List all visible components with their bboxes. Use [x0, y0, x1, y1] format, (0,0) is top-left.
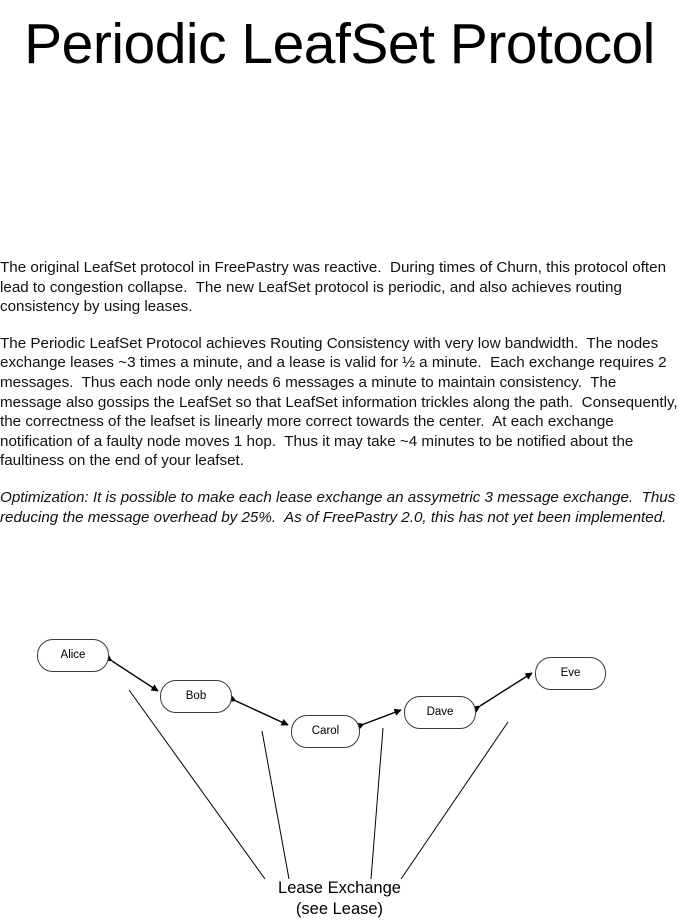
- node-label: Dave: [426, 706, 454, 718]
- diagram-caption-line1: Lease Exchange: [278, 879, 401, 897]
- node-label: Carol: [311, 725, 340, 737]
- diagram-edges-layer: [104, 654, 533, 880]
- node-carol[interactable]: Carol: [291, 715, 360, 748]
- node-alice[interactable]: Alice: [37, 639, 109, 672]
- document-body: The original LeafSet protocol in FreePas…: [0, 258, 679, 544]
- node-label: Alice: [60, 649, 86, 661]
- leader-line-1: [128, 689, 266, 880]
- leader-line-2: [261, 730, 290, 880]
- edge-alice-bob: [104, 654, 159, 692]
- paragraph-optimization: Optimization: It is possible to make eac…: [0, 488, 676, 526]
- node-eve[interactable]: Eve: [535, 657, 606, 690]
- leader-line-3: [370, 727, 384, 880]
- leader-line-group: [128, 689, 509, 880]
- edge-group: [104, 654, 533, 730]
- paragraph-intro: The original LeafSet protocol in FreePas…: [0, 259, 671, 316]
- node-label: Eve: [560, 667, 581, 679]
- node-label: Bob: [185, 690, 207, 702]
- diagram-caption: Lease Exchange (see Lease): [0, 878, 679, 920]
- node-bob[interactable]: Bob: [160, 680, 232, 713]
- edge-bob-carol: [228, 694, 289, 726]
- page-title: Periodic LeafSet Protocol: [24, 12, 655, 76]
- edge-dave-eve: [472, 672, 533, 713]
- diagram-caption-line2: (see Lease): [295, 900, 384, 918]
- leader-line-4: [400, 721, 509, 880]
- paragraph-protocol-details: The Periodic LeafSet Protocol achieves R…: [0, 334, 678, 470]
- node-dave[interactable]: Dave: [404, 696, 476, 729]
- edge-carol-dave: [356, 708, 402, 730]
